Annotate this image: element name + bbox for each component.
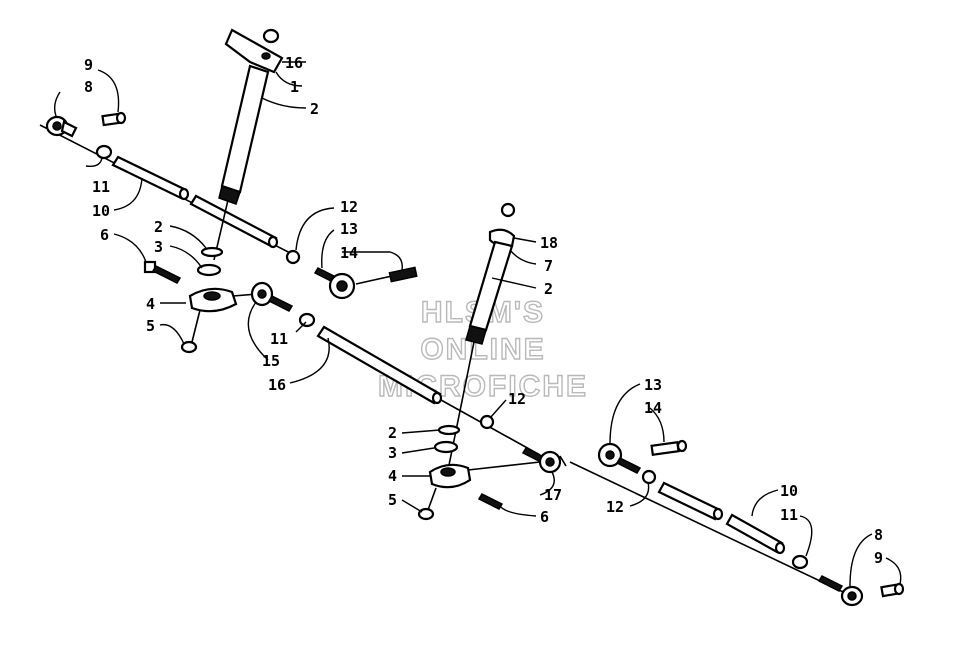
- bolt-6-lower: [477, 493, 504, 510]
- rod-end-15: [250, 281, 294, 312]
- callout-6-left: 6: [100, 226, 109, 244]
- nut-12-mid: [479, 414, 495, 430]
- callout-7: 7: [544, 257, 553, 275]
- steering-post-shaft: [220, 64, 270, 194]
- washer-2-lower: [437, 424, 461, 436]
- left-tie-rod-assembly: [39, 111, 418, 300]
- callout-17: 17: [544, 486, 562, 504]
- callout-12-upper: 12: [340, 198, 358, 216]
- bolt-14-right: [650, 439, 688, 457]
- callout-2-right: 2: [544, 280, 553, 298]
- callout-8-right: 8: [874, 526, 883, 544]
- rod-end-13-right: [597, 442, 642, 474]
- ball-joint-left: [45, 115, 78, 138]
- callout-13-upper: 13: [340, 220, 358, 238]
- bolt-14: [355, 266, 418, 285]
- callout-12-mid: 12: [508, 390, 526, 408]
- washer-3: [196, 263, 222, 277]
- callout-5-left: 5: [146, 317, 155, 335]
- right-steering-post: [417, 202, 567, 521]
- bolt-6-upper: [143, 260, 182, 284]
- cap-16: [262, 28, 280, 44]
- bolt-left: [101, 111, 127, 127]
- spline-lower: [465, 325, 487, 345]
- callout-18: 18: [540, 234, 558, 252]
- nut-5: [180, 340, 198, 354]
- tie-rod-inner-right: [657, 481, 722, 521]
- rod-end-13: [328, 272, 356, 300]
- callout-3-lower: 3: [388, 444, 397, 462]
- callout-11-mid: 11: [270, 330, 288, 348]
- nut-11-mid: [298, 312, 316, 328]
- tie-rod-tube-right: [725, 513, 784, 554]
- cap-18: [500, 202, 516, 218]
- callout-4-lower: 4: [388, 467, 397, 485]
- callout-2-left: 2: [154, 218, 163, 236]
- callout-14-right: 14: [644, 399, 662, 417]
- steering-post-upper: [143, 28, 541, 456]
- ball-joint-right: [840, 585, 864, 607]
- nut-left: [285, 249, 301, 265]
- callout-12-right: 12: [606, 498, 624, 516]
- callout-9-right: 9: [874, 549, 883, 567]
- jam-nut-left: [95, 144, 113, 160]
- callout-8-upper-left: 8: [84, 78, 93, 96]
- tie-rod-tube-left: [111, 155, 190, 201]
- steering-arm-1: [224, 28, 284, 74]
- spline-upper: [218, 185, 241, 205]
- callout-9-upper-left: 9: [84, 56, 93, 74]
- nut-12-right: [641, 469, 657, 485]
- callout-13-right: 13: [644, 376, 662, 394]
- callout-16-mid: 16: [268, 376, 286, 394]
- callout-3-left: 3: [154, 238, 163, 256]
- callout-11-right: 11: [780, 506, 798, 524]
- washer-3-lower: [433, 440, 459, 454]
- callout-6-lower: 6: [540, 508, 549, 526]
- right-tie-rod-assembly: [569, 439, 905, 607]
- callout-4-left: 4: [146, 295, 155, 313]
- callout-1: 1: [290, 78, 299, 96]
- center-tie-rod-16: [316, 325, 442, 405]
- callout-10-right: 10: [780, 482, 798, 500]
- callout-2-upper: 2: [310, 100, 319, 118]
- jam-nut-right: [791, 554, 809, 570]
- nut-5-lower: [417, 507, 435, 521]
- bolt-9-right: [880, 582, 905, 598]
- washer-2: [200, 246, 224, 258]
- callout-10-left: 10: [92, 202, 110, 220]
- callout-11-left: 11: [92, 178, 110, 196]
- callout-15: 15: [262, 352, 280, 370]
- callout-14-upper: 14: [340, 244, 358, 262]
- callouts: 9 8 11 10 16 1 2 12 13 14 2 3 6 4 5 11 1…: [84, 54, 883, 567]
- callout-5-lower: 5: [388, 491, 397, 509]
- callout-2-lower: 2: [388, 424, 397, 442]
- rod-end-17: [538, 450, 567, 474]
- tie-rod-inner-left: [189, 194, 279, 249]
- leader-lines: [53, 61, 902, 587]
- callout-16-top: 16: [285, 54, 303, 72]
